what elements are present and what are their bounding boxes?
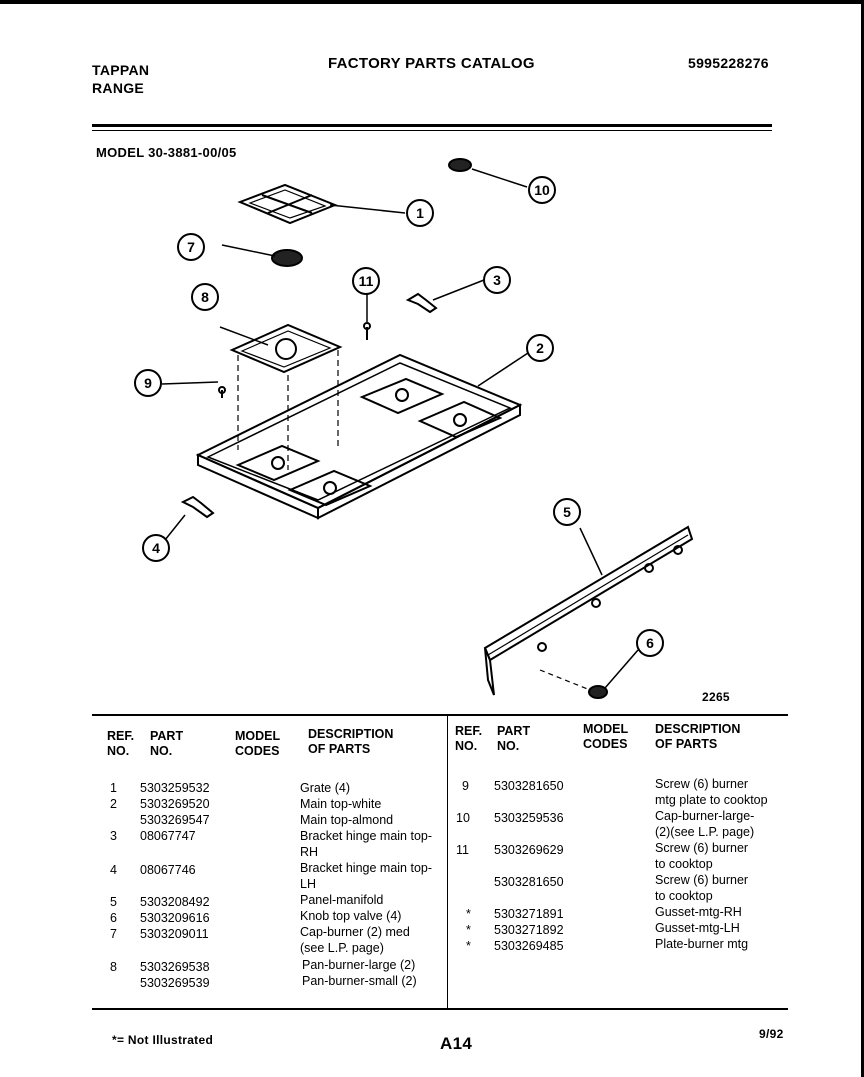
svg-text:2: 2 bbox=[536, 340, 544, 356]
left-row-desc: Pan-burner-large (2) bbox=[302, 958, 416, 972]
left-row-desc: Cap-burner (2) med (see L.P. page) bbox=[300, 925, 410, 955]
model-number: MODEL 30-3881-00/05 bbox=[96, 145, 237, 160]
right-row-desc: Gusset-mtg-RH bbox=[655, 905, 742, 919]
header-rule bbox=[92, 124, 772, 127]
callout-6: 6 bbox=[636, 629, 664, 657]
page-title: FACTORY PARTS CATALOG bbox=[328, 55, 535, 72]
right-row-desc: Screw (6) burner mtg plate to cooktop bbox=[655, 777, 768, 807]
left-row-ref: 2 bbox=[110, 797, 117, 811]
left-header-ref: REF. NO. bbox=[107, 729, 135, 758]
left-row-part: 08067747 bbox=[140, 829, 196, 843]
left-header-part: PART NO. bbox=[150, 729, 184, 758]
callout-5: 5 bbox=[553, 498, 581, 526]
right-row-desc: Gusset-mtg-LH bbox=[655, 921, 740, 935]
svg-text:1: 1 bbox=[416, 205, 424, 221]
svg-text:4: 4 bbox=[152, 540, 160, 556]
callout-1: 1 bbox=[406, 199, 434, 227]
right-row-part: 5303259536 bbox=[494, 811, 564, 825]
revision-date: 9/92 bbox=[759, 1027, 784, 1041]
svg-text:11: 11 bbox=[359, 273, 374, 289]
drawing-number: 2265 bbox=[702, 690, 730, 704]
right-row-part: 5303269629 bbox=[494, 843, 564, 857]
left-row-part: 5303259532 bbox=[140, 781, 210, 795]
left-row-part: 5303209616 bbox=[140, 911, 210, 925]
callout-9: 9 bbox=[134, 369, 162, 397]
callout-8: 8 bbox=[191, 283, 219, 311]
right-row-part: 5303281650 bbox=[494, 779, 564, 793]
right-header-ref: REF. NO. bbox=[455, 724, 483, 753]
svg-text:8: 8 bbox=[201, 289, 209, 305]
callout-11: 11 bbox=[352, 267, 380, 295]
left-row-part: 5303269539 bbox=[140, 976, 210, 990]
right-row-part: 5303271892 bbox=[494, 923, 564, 937]
left-row-part: 5303269520 bbox=[140, 797, 210, 811]
left-row-part: 5303208492 bbox=[140, 895, 210, 909]
brand-line1: TAPPAN bbox=[92, 62, 150, 78]
catalog-number: 5995228276 bbox=[688, 55, 769, 71]
table-divider bbox=[447, 716, 448, 1008]
callout-3: 3 bbox=[483, 266, 511, 294]
main-top-part bbox=[195, 353, 523, 520]
right-header-part: PART NO. bbox=[497, 724, 531, 753]
left-row-desc: Bracket hinge main top- LH bbox=[300, 861, 433, 891]
left-row-part: 5303269547 bbox=[140, 813, 210, 827]
callout-2: 2 bbox=[526, 334, 554, 362]
right-row-ref: * bbox=[466, 939, 471, 953]
left-row-desc: Knob top valve (4) bbox=[300, 909, 402, 923]
left-row-desc: Pan-burner-small (2) bbox=[302, 974, 417, 988]
burner-plate-part bbox=[229, 323, 343, 470]
right-row-ref: * bbox=[466, 923, 471, 937]
svg-text:5: 5 bbox=[563, 504, 571, 520]
left-row-ref: 7 bbox=[110, 927, 117, 941]
left-row-ref: 4 bbox=[110, 863, 117, 877]
grate-part bbox=[237, 183, 338, 225]
right-row-part: 5303271891 bbox=[494, 907, 564, 921]
left-row-ref: 1 bbox=[110, 781, 117, 795]
right-row-desc: Screw (6) burner to cooktop bbox=[655, 841, 749, 871]
svg-text:9: 9 bbox=[144, 375, 152, 391]
svg-text:3: 3 bbox=[493, 272, 501, 288]
callout-7: 7 bbox=[177, 233, 205, 261]
callout-4: 4 bbox=[142, 534, 170, 562]
svg-text:10: 10 bbox=[534, 182, 550, 198]
exploded-parts-diagram: 1 2 3 4 5 6 7 8 9 10 11 bbox=[134, 158, 694, 699]
left-row-desc: Panel-manifold bbox=[300, 893, 384, 907]
right-row-desc: Screw (6) burner to cooktop bbox=[655, 873, 749, 903]
right-header-model: MODEL CODES bbox=[583, 722, 629, 751]
page-number: A14 bbox=[440, 1034, 473, 1053]
left-row-desc: Bracket hinge main top- RH bbox=[300, 829, 433, 859]
svg-text:7: 7 bbox=[187, 239, 195, 255]
right-row-ref: 10 bbox=[456, 811, 470, 825]
left-header-desc: DESCRIPTION OF PARTS bbox=[308, 727, 394, 756]
right-row-part: 5303281650 bbox=[494, 875, 564, 889]
footnote: *= Not Illustrated bbox=[112, 1033, 214, 1047]
right-row-ref: 11 bbox=[456, 843, 469, 857]
left-row-ref: 5 bbox=[110, 895, 117, 909]
right-row-ref: 9 bbox=[462, 779, 469, 793]
left-row-ref: 8 bbox=[110, 960, 117, 974]
right-row-desc: Plate-burner mtg bbox=[655, 937, 749, 951]
scan-top-border bbox=[0, 0, 864, 4]
manifold-panel-part bbox=[483, 525, 694, 696]
left-row-ref: 3 bbox=[110, 829, 117, 843]
right-header-desc: DESCRIPTION OF PARTS bbox=[655, 722, 741, 751]
table-top-rule bbox=[92, 714, 788, 716]
left-row-part: 5303209011 bbox=[140, 927, 209, 941]
callout-10: 10 bbox=[528, 176, 556, 204]
right-row-desc: Cap-burner-large- (2)(see L.P. page) bbox=[655, 809, 755, 839]
left-row-part: 5303269538 bbox=[140, 960, 210, 974]
right-row-ref: * bbox=[466, 907, 471, 921]
left-row-ref: 6 bbox=[110, 911, 117, 925]
brand-line2: RANGE bbox=[92, 80, 145, 96]
scan-right-border bbox=[861, 0, 864, 1077]
left-row-desc: Main top-almond bbox=[300, 813, 394, 827]
left-row-desc: Main top-white bbox=[300, 797, 382, 811]
left-row-part: 08067746 bbox=[140, 863, 196, 877]
left-header-model: MODEL CODES bbox=[235, 729, 281, 758]
left-row-desc: Grate (4) bbox=[300, 781, 351, 795]
header-rule-thin bbox=[92, 130, 772, 131]
right-row-part: 5303269485 bbox=[494, 939, 564, 953]
svg-text:6: 6 bbox=[646, 635, 654, 651]
table-bottom-rule bbox=[92, 1008, 788, 1010]
